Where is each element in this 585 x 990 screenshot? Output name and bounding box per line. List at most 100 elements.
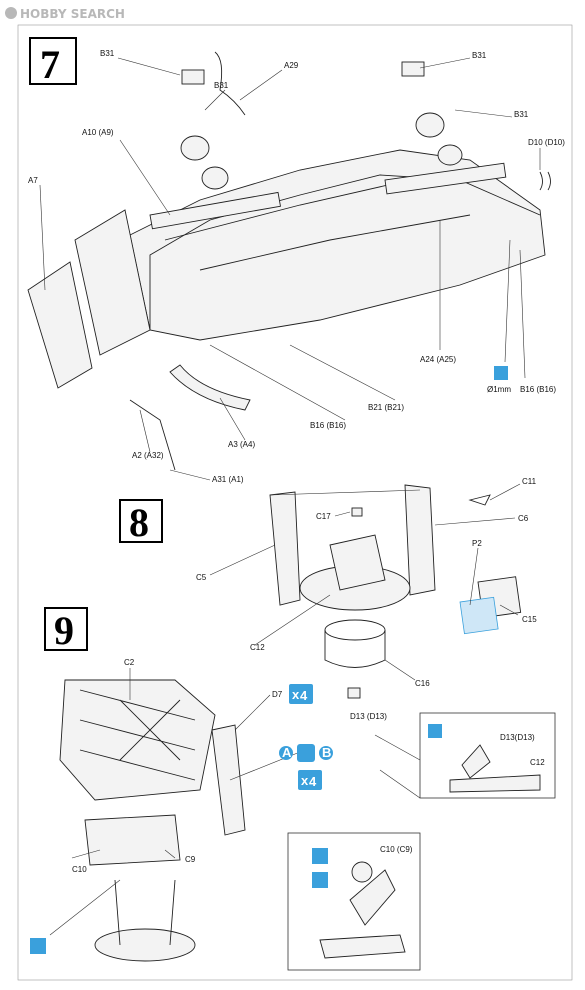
label-b16-left: B16 (B16): [310, 421, 346, 430]
turret-mount: [329, 534, 386, 591]
move-parts-icon: [30, 938, 46, 954]
step-8-detail: D13(D13) C12: [374, 712, 556, 799]
label-c11: C11: [522, 477, 537, 486]
svg-text:x: x: [301, 773, 309, 788]
svg-text:B: B: [322, 745, 331, 760]
detail-gear: [351, 861, 373, 883]
label-c15: C15: [522, 615, 537, 624]
base-plate: [94, 928, 196, 962]
mount-right-1: [415, 112, 445, 138]
hull-body: [129, 149, 546, 341]
side-door: [74, 209, 151, 356]
svg-text:x: x: [292, 687, 300, 702]
label-c16: C16: [415, 679, 430, 688]
part-c16: [324, 630, 386, 668]
cement-icon-2: [312, 848, 328, 864]
watermark-text: HOBBY SEARCH: [20, 7, 125, 21]
label-a31: A31 (A1): [212, 475, 244, 484]
qty-badge-d7: x 4: [289, 684, 313, 704]
label-a10: A10 (A9): [82, 128, 114, 137]
part-a2-rod: [129, 399, 176, 471]
option-b-icon: [319, 746, 333, 760]
label-b31-d: B31: [514, 110, 529, 119]
label-b21: B21 (B21): [368, 403, 404, 412]
option-a-b-badge: A B: [279, 744, 333, 762]
detail-base: [319, 934, 406, 959]
label-d13: D13 (D13): [350, 712, 387, 721]
label-c9: C9: [185, 855, 196, 864]
swap-icon: [297, 744, 315, 762]
label-c2: C2: [124, 658, 135, 667]
part-d13: [347, 687, 361, 699]
label-drill: Ø1mm: [487, 385, 511, 394]
label-c10: C10: [72, 865, 87, 874]
swivel-icon: [312, 872, 328, 888]
step-7-leaders: [39, 57, 541, 481]
step-9-number: 9: [54, 608, 74, 653]
hull-assembly: [129, 51, 551, 341]
part-a7: [27, 261, 93, 389]
part-a3: [169, 364, 251, 411]
detail-d13-part: [461, 744, 491, 779]
base-column: [114, 879, 176, 946]
part-c16-ring: [324, 619, 386, 641]
label-c6: C6: [518, 514, 529, 523]
step-8-box: [119, 499, 163, 543]
part-b31-left: [181, 69, 205, 85]
hull-details: [164, 179, 471, 271]
part-c17: [351, 507, 363, 517]
detail-c10-part: [349, 869, 396, 926]
part-a29: [214, 51, 246, 116]
svg-text:4: 4: [300, 688, 308, 703]
mount-left-2: [201, 166, 229, 190]
label-a3: A3 (A4): [228, 440, 255, 449]
detail-c12-part: [449, 774, 541, 793]
detail-label-c10: C10 (C9): [380, 845, 413, 854]
svg-text:A: A: [282, 745, 292, 760]
step-7-box: [29, 37, 77, 85]
mount-right-2: [437, 144, 463, 166]
label-d10: D10 (D10): [528, 138, 565, 147]
launcher-frame: [79, 689, 196, 781]
part-c11: [468, 494, 491, 506]
detail-label-d13: D13(D13): [500, 733, 535, 742]
part-c5: [269, 491, 301, 606]
label-c5: C5: [196, 573, 207, 582]
part-c10-c9: [84, 814, 181, 866]
label-b16-right: B16 (B16): [520, 385, 556, 394]
label-p2: P2: [472, 539, 482, 548]
qty-badge-option: x 4: [298, 770, 322, 790]
cement-icon: [428, 724, 442, 738]
label-a24: A24 (A25): [420, 355, 456, 364]
label-c17: C17: [316, 512, 331, 521]
option-a-icon: [279, 746, 293, 760]
suspension-left: [149, 191, 281, 230]
part-c2-launcher: [59, 679, 216, 801]
step-8-number: 8: [129, 500, 149, 545]
step-7: 7: [27, 37, 565, 484]
step-9-detail: C10 (C9): [287, 832, 421, 971]
step-9: 9 C2 D7 C10 C9 x 4 A B: [30, 607, 421, 971]
watermark-logo-icon: [5, 7, 17, 19]
part-c6: [404, 484, 436, 596]
part-d10: [539, 171, 551, 191]
step-9-box: [44, 607, 88, 651]
label-d7: D7: [272, 690, 283, 699]
step-8: 8 C11 C17 C6 C5 P2 C15 C12 C16 D1: [119, 477, 556, 799]
label-c12: C12: [250, 643, 265, 652]
label-b31-c: B31: [472, 51, 487, 60]
label-b31-a: B31: [100, 49, 115, 58]
watermark: HOBBY SEARCH: [5, 7, 125, 21]
step-8-leaders: [209, 483, 521, 681]
label-a2: A2 (A32): [132, 451, 164, 460]
page-frame: [17, 24, 573, 981]
label-a29: A29: [284, 61, 299, 70]
part-d7: [211, 724, 246, 836]
step-7-number: 7: [40, 42, 60, 87]
label-b31-b: B31: [214, 81, 229, 90]
drill-icon: [494, 366, 508, 380]
mount-left-1: [180, 135, 210, 161]
svg-text:4: 4: [309, 774, 317, 789]
detail-label-c12: C12: [530, 758, 545, 767]
